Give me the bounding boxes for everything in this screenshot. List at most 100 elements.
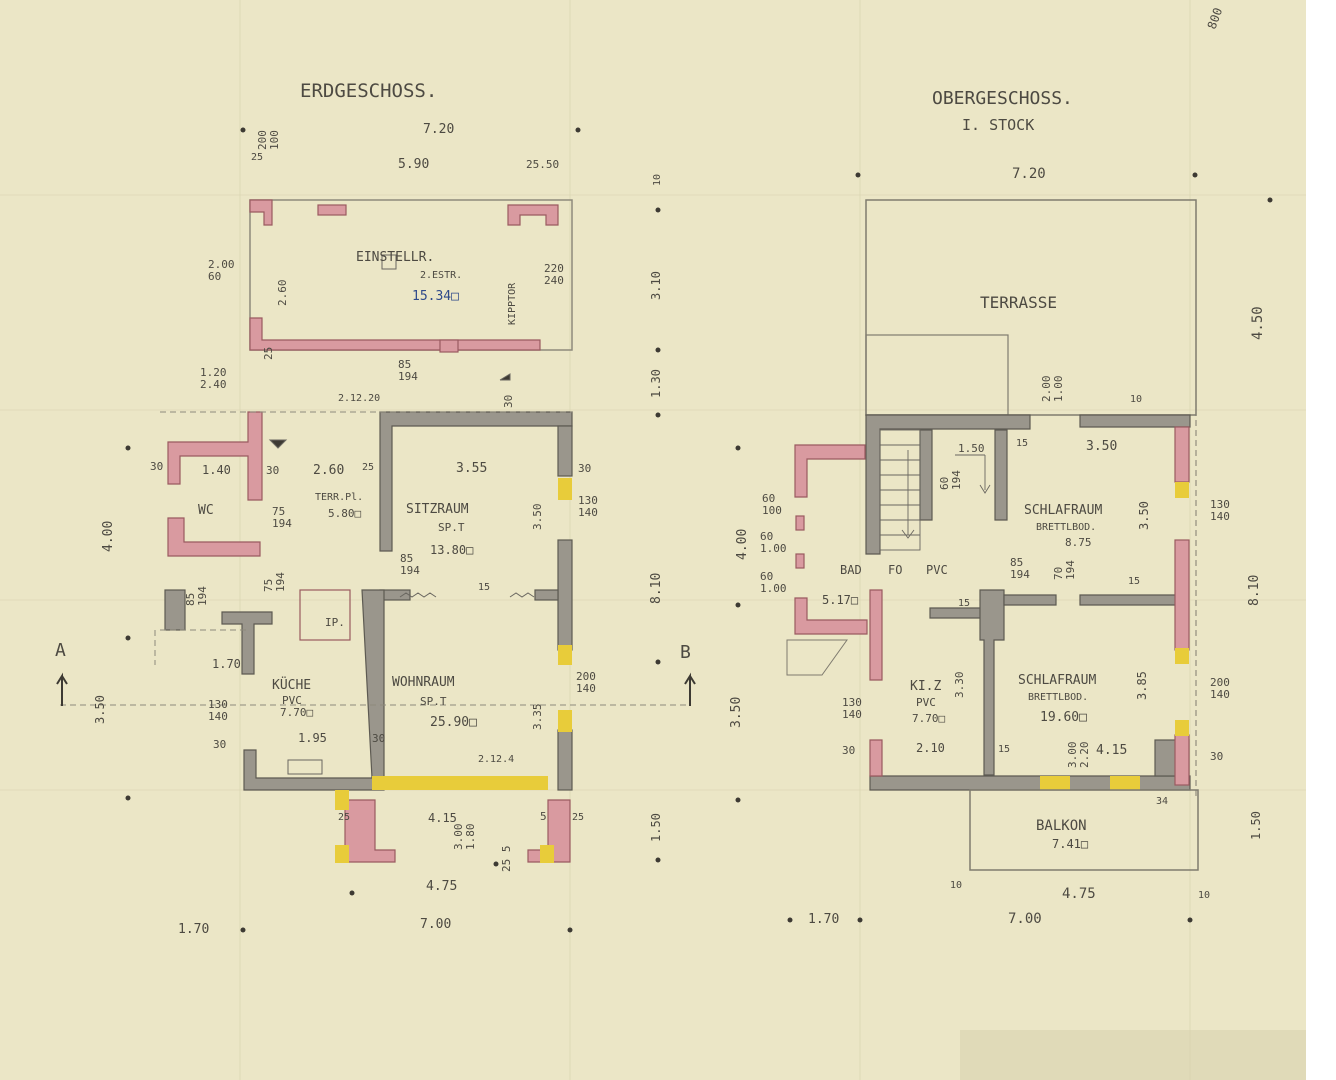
ground-walls	[164, 411, 573, 791]
ground-dim-30a: 30	[502, 395, 515, 408]
upper-titles: OBERGESCHOSS. I. STOCK	[932, 88, 1073, 134]
upper-stair	[879, 429, 991, 551]
ground-dim-25: 25	[262, 347, 275, 360]
kitchen-label: KÜCHE	[272, 676, 311, 693]
ground-dim-25-5: 25 5	[500, 846, 513, 873]
terrace-outline	[865, 199, 1197, 416]
upper-dim-30: 30	[842, 744, 855, 757]
ground-dim-350b: 3.50	[93, 695, 107, 724]
bedroom-1-area: 8.75	[1065, 536, 1092, 549]
ground-floor-title: ERDGESCHOSS.	[300, 80, 437, 102]
paper-fold-shadow	[960, 1030, 1306, 1080]
upper-floor-plan	[786, 199, 1199, 871]
ground-dim-5: 5	[540, 810, 547, 823]
upper-dim-300-220: 3.002.20	[1066, 742, 1091, 769]
ground-dim-355: 3.55	[456, 461, 487, 476]
upper-dim-415: 4.15	[1096, 743, 1127, 758]
living-room-floor: SP.T	[420, 695, 447, 708]
kitchen-area: 7.70□	[280, 706, 313, 719]
upper-dim-400: 4.00	[735, 529, 750, 560]
upper-windows	[1040, 482, 1189, 790]
garage-note: 2.ESTR.	[420, 270, 462, 281]
bedroom-2-area: 19.60□	[1040, 710, 1087, 725]
upper-dim-15b: 15	[1128, 576, 1140, 587]
upper-dim-bottom-700: 7.00	[1008, 911, 1042, 927]
upper-dim-330: 3.30	[953, 672, 966, 699]
ground-dim-top-mid: 5.90	[398, 157, 429, 172]
section-a-arrow	[56, 672, 68, 706]
ground-dim-150: 1.50	[649, 813, 663, 842]
ground-dim-415: 4.15	[428, 811, 457, 825]
ip-label: IP.	[325, 616, 345, 629]
upper-dim-475: 4.75	[1062, 886, 1096, 902]
terrace-area: 5.80□	[328, 507, 361, 520]
ground-dim-260: 2.60	[313, 463, 344, 478]
upper-dim-15d: 15	[998, 744, 1010, 755]
upper-dim-top-total: 7.20	[1012, 166, 1046, 182]
ground-outline-dashed	[60, 411, 690, 706]
upper-floor-title: OBERGESCHOSS.	[932, 88, 1073, 109]
ground-dim-10: 10	[652, 174, 663, 186]
wc-label: WC	[198, 503, 214, 518]
kiz-area: 7.70□	[912, 712, 945, 725]
upper-dim-150b: 1.50	[1249, 811, 1263, 840]
bath-floor: PVC	[926, 563, 948, 577]
upper-dim-450: 4.50	[1250, 306, 1266, 340]
bath-area: 5.17□	[822, 593, 858, 607]
ground-dim-30-d: 30	[372, 732, 385, 745]
upper-dim-15c: 15	[958, 598, 970, 609]
garage-door-label: KIPPTOR	[507, 282, 518, 325]
section-a-label: A	[55, 640, 66, 661]
upper-dim-350c: 3.50	[729, 697, 744, 728]
upper-dim-70-194: 70194	[1052, 560, 1077, 580]
ground-dim-30-c: 30	[213, 738, 226, 751]
ground-dim-350: 3.50	[531, 504, 544, 531]
balcony-area: 7.41□	[1052, 837, 1088, 851]
ground-dim-75-194b: 75194	[262, 572, 287, 592]
ground-dim-25-b: 25	[362, 462, 374, 473]
upper-dim-210: 2.10	[916, 741, 945, 755]
bedroom-2-label: SCHLAFRAUM	[1018, 673, 1096, 688]
section-b-label: B	[680, 642, 691, 663]
terrace-upper-label: TERRASSE	[980, 293, 1057, 312]
upper-dim-34: 34	[1156, 796, 1168, 807]
upper-dim-150: 1.50	[958, 442, 985, 455]
ground-windows	[335, 478, 572, 863]
upper-dim-10: 10	[1130, 394, 1142, 405]
upper-dim-bottom-170: 1.70	[808, 912, 839, 927]
upper-dim-10c: 10	[1198, 890, 1210, 901]
living-room-label: WOHNRAUM	[392, 675, 455, 690]
ground-dim-15: 15	[478, 582, 490, 593]
ground-details	[268, 254, 535, 775]
upper-dim-15: 15	[1016, 438, 1028, 449]
upper-dim-10b: 10	[950, 880, 962, 891]
kiz-label: KI.Z	[910, 679, 941, 694]
sitting-room-floor: SP.T	[438, 521, 465, 534]
ground-dim-195: 1.95	[298, 731, 327, 745]
upper-dimensions: 7.20 4.50 1.50 15 10 3.50 3.50 4.00 15 8…	[729, 6, 1266, 927]
garage-walls	[249, 199, 559, 353]
upper-dim-30b: 30	[1210, 750, 1223, 763]
ground-dim-top-total: 7.20	[423, 122, 454, 137]
ground-dim-25-e: 25	[338, 812, 350, 823]
ground-room-labels: EINSTELLR. 2.ESTR. 15.34□ KIPPTOR WC TER…	[55, 250, 691, 730]
upper-dim-corner: 800	[1205, 6, 1226, 31]
ground-dim-810: 8.10	[649, 573, 664, 604]
